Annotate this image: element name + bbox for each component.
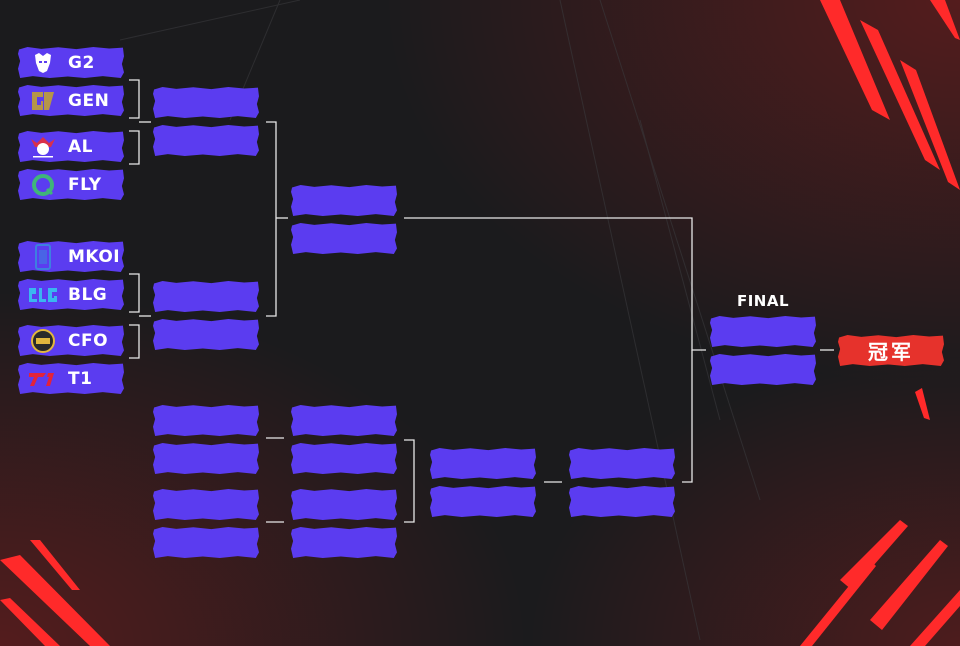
bracket-slot-lb2-4 [291,527,397,558]
team-name: FLY [68,174,102,195]
bracket-slot-lb1-4 [153,527,259,558]
team-slot-t1: T1 [18,363,124,394]
team-name: MKOI [68,246,121,267]
bracket-slot-r2-3 [153,281,259,312]
team-name: T1 [68,368,93,389]
team-slot-blg: BLG [18,279,124,310]
bracket-slot-r2-4 [153,319,259,350]
team-name: AL [68,136,93,157]
bracket-slot-lb1-2 [153,443,259,474]
bracket-slot-r3-2 [291,223,397,254]
bracket-slot-r2-2 [153,125,259,156]
bracket-slot-lb2-3 [291,489,397,520]
team-slot-g2: G2 [18,47,124,78]
bracket-slot-lb4-1 [569,448,675,479]
bracket-slot-lb3-2 [430,486,536,517]
champion-label: 冠军 [838,335,944,366]
team-slot-fly: FLY [18,169,124,200]
team-slot-mkoi: MKOI [18,241,124,272]
final-label: FINAL [736,292,790,310]
team-slot-cfo: CFO [18,325,124,356]
team-name: BLG [68,284,108,305]
blg-icon [28,283,58,307]
team-name: GEN [68,90,110,111]
flyquest-icon [28,173,58,197]
team-name: G2 [68,52,95,73]
team-slot-gen: GEN [18,85,124,116]
bracket-slot-lb2-2 [291,443,397,474]
g2-samurai-icon [28,51,58,75]
bracket-slot-lb4-2 [569,486,675,517]
gen-g-icon [28,89,58,113]
bracket-slot-r2-1 [153,87,259,118]
mkoi-icon [28,243,58,270]
bracket-slot-lb1-1 [153,405,259,436]
cfo-icon [28,328,58,353]
anyones-legend-icon [28,135,58,159]
bracket-slot-final-2 [710,354,816,385]
t1-icon [28,367,58,391]
bracket-slot-final-1 [710,316,816,347]
bracket-slot-lb2-1 [291,405,397,436]
team-slot-al: AL [18,131,124,162]
bracket-slot-r3-1 [291,185,397,216]
team-name: CFO [68,330,109,351]
bracket-slot-lb3-1 [430,448,536,479]
bracket-slot-lb1-3 [153,489,259,520]
